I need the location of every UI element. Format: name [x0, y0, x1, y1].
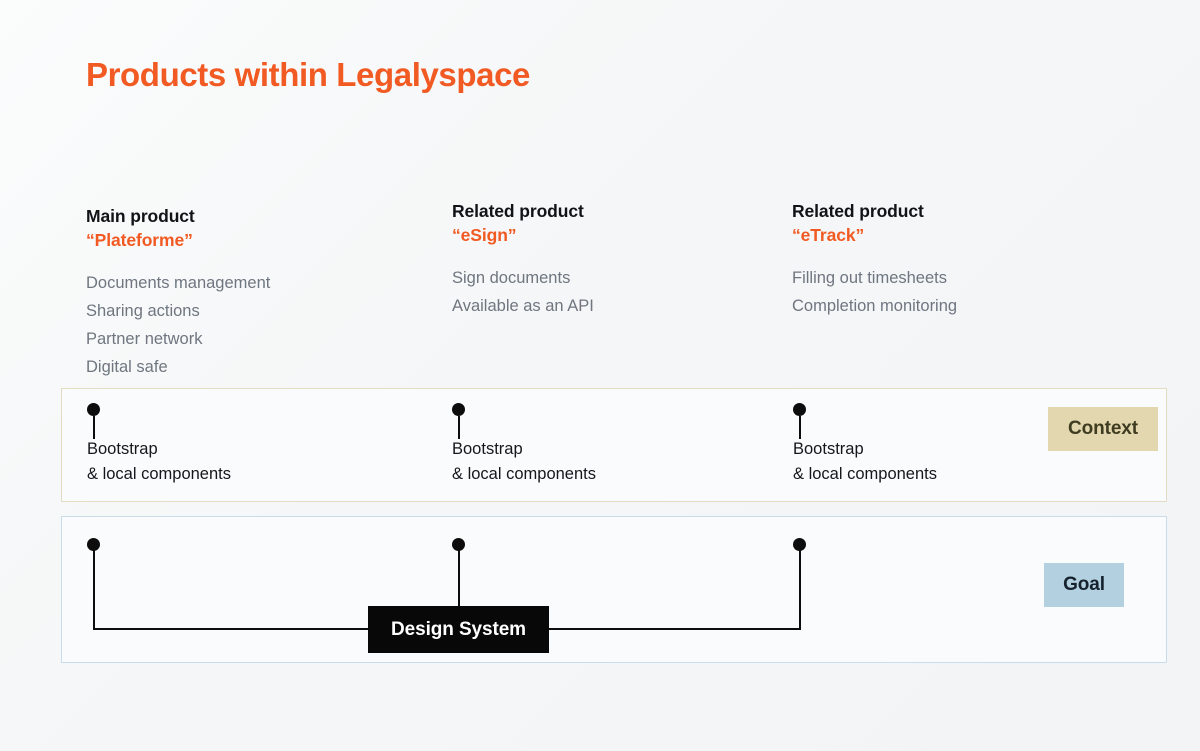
context-text: Bootstrap & local components: [87, 437, 231, 487]
product-kicker: Related product: [792, 201, 924, 221]
product-feature-list: Filling out timesheets Completion monito…: [792, 264, 1142, 320]
goal-connector-vertical: [457, 544, 460, 606]
goal-connector-vertical: [798, 544, 801, 630]
pin-dot-icon: [452, 403, 465, 416]
goal-badge: Goal: [1044, 563, 1124, 607]
page-title: Products within Legalyspace: [86, 56, 530, 93]
context-band: Bootstrap & local components Bootstrap &…: [61, 388, 1167, 502]
product-feature: Partner network: [86, 329, 203, 348]
product-feature: Sign documents: [452, 268, 571, 287]
pin-marker-icon: [452, 403, 465, 439]
context-text-line2: & local components: [87, 465, 231, 483]
design-system-node: Design System: [368, 606, 549, 653]
pin-marker-icon: [87, 403, 100, 439]
product-feature: Documents management: [86, 273, 271, 292]
context-text-line2: & local components: [793, 465, 937, 483]
context-text-line1: Bootstrap: [793, 440, 864, 458]
product-feature-list: Sign documents Available as an API: [452, 264, 782, 320]
goal-connector-diagram: Design System: [62, 517, 1166, 662]
context-text: Bootstrap & local components: [793, 437, 937, 487]
pin-stem-icon: [457, 416, 460, 439]
product-feature: Completion monitoring: [792, 296, 958, 315]
product-feature: Available as an API: [452, 296, 594, 315]
product-column-etrack: Related product “eTrack” Filling out tim…: [792, 200, 1142, 320]
goal-connector-horizontal: [549, 628, 800, 630]
context-text-line2: & local components: [452, 465, 596, 483]
context-text-line1: Bootstrap: [87, 440, 158, 458]
context-badge: Context: [1048, 407, 1158, 451]
design-system-label: Design System: [391, 618, 526, 640]
product-name: “Plateforme”: [86, 230, 193, 251]
pin-marker-icon: [793, 403, 806, 439]
goal-connector-horizontal: [92, 628, 368, 630]
product-kicker: Related product: [452, 201, 584, 221]
pin-dot-icon: [87, 403, 100, 416]
product-column-plateforme: Main product “Plateforme” Documents mana…: [86, 200, 436, 381]
product-name: “eSign”: [452, 225, 517, 246]
product-feature: Sharing actions: [86, 301, 200, 320]
goal-connector-vertical: [92, 544, 95, 630]
pin-stem-icon: [92, 416, 95, 439]
product-feature: Filling out timesheets: [792, 268, 947, 287]
pin-stem-icon: [798, 416, 801, 439]
product-feature-list: Documents management Sharing actions Par…: [86, 269, 436, 381]
pin-dot-icon: [793, 403, 806, 416]
product-name: “eTrack”: [792, 225, 865, 246]
product-feature: Digital safe: [86, 357, 168, 376]
goal-band: Design System Goal: [61, 516, 1167, 663]
context-text-line1: Bootstrap: [452, 440, 523, 458]
product-kicker: Main product: [86, 206, 195, 226]
product-column-esign: Related product “eSign” Sign documents A…: [452, 200, 782, 320]
context-text: Bootstrap & local components: [452, 437, 596, 487]
